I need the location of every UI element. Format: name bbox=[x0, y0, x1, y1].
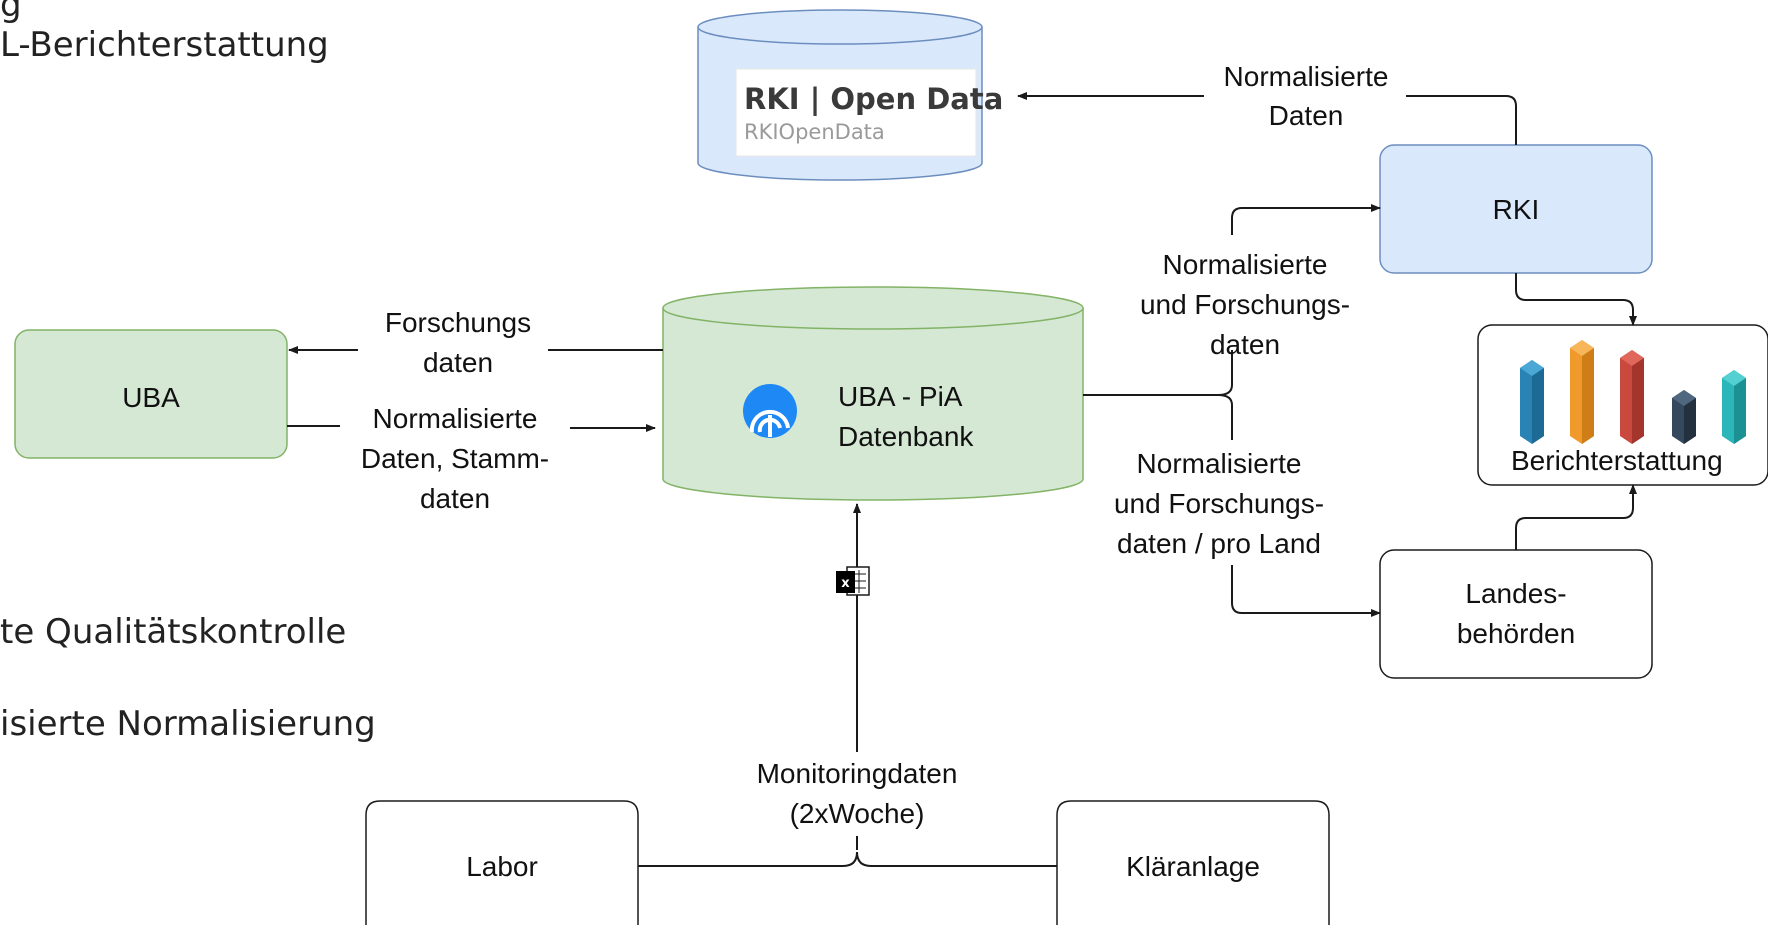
edge-label-from-uba-line-3: daten bbox=[420, 483, 490, 514]
edge-label-from-uba-line-2: Daten, Stamm- bbox=[361, 443, 549, 474]
edge-label-monitoring: Monitoringdaten (2xWoche) bbox=[730, 752, 985, 836]
rki-label: RKI bbox=[1493, 194, 1540, 225]
edge-label-from-uba: Normalisierte Daten, Stamm- daten bbox=[361, 403, 549, 514]
edge-db-to-split bbox=[1083, 384, 1233, 396]
edge-label-to-landes-line-2: und Forschungs- bbox=[1114, 488, 1324, 519]
landesbehoerden-node: Landes- behörden bbox=[1379, 549, 1653, 679]
klaeranlage-label: Kläranlage bbox=[1126, 851, 1260, 882]
edge-label-to-landes: Normalisierte und Forschungs- daten / pr… bbox=[1114, 448, 1324, 559]
edge-rki-to-berichterstattung bbox=[1515, 273, 1637, 326]
edge-label-to-open-data-line-1: Normalisierte bbox=[1224, 61, 1389, 92]
edge-label-from-uba-line-1: Normalisierte bbox=[373, 403, 538, 434]
landes-label-line-1: Landes- bbox=[1465, 578, 1566, 609]
edge-label-monitoring-line-1: Monitoringdaten bbox=[757, 758, 958, 789]
edge-labor-to-monitoring bbox=[638, 851, 858, 867]
uba-db-label-line-2: Datenbank bbox=[838, 421, 974, 452]
edge-label-to-open-data: Normalisierte Daten bbox=[1224, 61, 1389, 131]
svg-text:x: x bbox=[841, 576, 850, 591]
labor-node: Labor bbox=[365, 800, 639, 925]
edge-to-landes bbox=[1231, 565, 1381, 617]
edge-label-to-uba: Forschungs daten bbox=[385, 307, 531, 378]
edge-label-to-open-data-line-2: Daten bbox=[1269, 100, 1344, 131]
side-text-line-4: isierte Normalisierung bbox=[0, 704, 376, 744]
edge-label-to-rki-line-2: und Forschungs- bbox=[1140, 289, 1350, 320]
labor-label: Labor bbox=[466, 851, 538, 882]
edge-label-to-landes-line-1: Normalisierte bbox=[1137, 448, 1302, 479]
berichterstattung-label: Berichterstattung bbox=[1511, 445, 1723, 476]
klaeranlage-node: Kläranlage bbox=[1056, 800, 1330, 925]
edge-label-to-rki: Normalisierte und Forschungs- daten bbox=[1140, 249, 1350, 360]
edge-klaeranlage-to-monitoring bbox=[856, 851, 1057, 867]
edge-label-to-rki-line-1: Normalisierte bbox=[1163, 249, 1328, 280]
side-text-line-2: L-Berichterstattung bbox=[0, 25, 329, 65]
edge-landes-to-berichterstattung bbox=[1515, 484, 1637, 550]
berichterstattung-node: Berichterstattung bbox=[1477, 324, 1768, 486]
edge-label-monitoring-line-2: (2xWoche) bbox=[790, 798, 925, 829]
edge-label-to-uba-line-2: daten bbox=[423, 347, 493, 378]
edge-label-to-rki-line-3: daten bbox=[1210, 329, 1280, 360]
rki-open-data-cylinder: RKI | Open Data RKIOpenData bbox=[697, 9, 1003, 181]
edge-label-to-uba-line-1: Forschungs bbox=[385, 307, 531, 338]
landes-label-line-2: behörden bbox=[1457, 618, 1575, 649]
uba-label: UBA bbox=[122, 382, 180, 413]
rki-node: RKI bbox=[1379, 144, 1653, 274]
excel-icon: x bbox=[836, 566, 870, 596]
rki-open-data-title: RKI | Open Data bbox=[744, 82, 1003, 116]
edge-label-to-landes-line-3: daten / pro Land bbox=[1117, 528, 1321, 559]
bar-chart-icon bbox=[1520, 340, 1746, 444]
side-text-line-1: g bbox=[0, 0, 22, 25]
uba-pia-database-cylinder: UBA - PiA Datenbank bbox=[662, 286, 1084, 501]
edge-rki-to-open-data bbox=[1406, 95, 1517, 145]
uba-db-label-line-1: UBA - PiA bbox=[838, 381, 963, 412]
pia-logo-icon bbox=[743, 384, 797, 438]
side-text-line-3: te Qualitätskontrolle bbox=[0, 612, 346, 652]
edge-split-down bbox=[1217, 394, 1233, 406]
edge-to-rki bbox=[1231, 204, 1381, 235]
uba-node: UBA bbox=[14, 329, 288, 459]
rki-open-data-subtitle: RKIOpenData bbox=[744, 120, 885, 144]
